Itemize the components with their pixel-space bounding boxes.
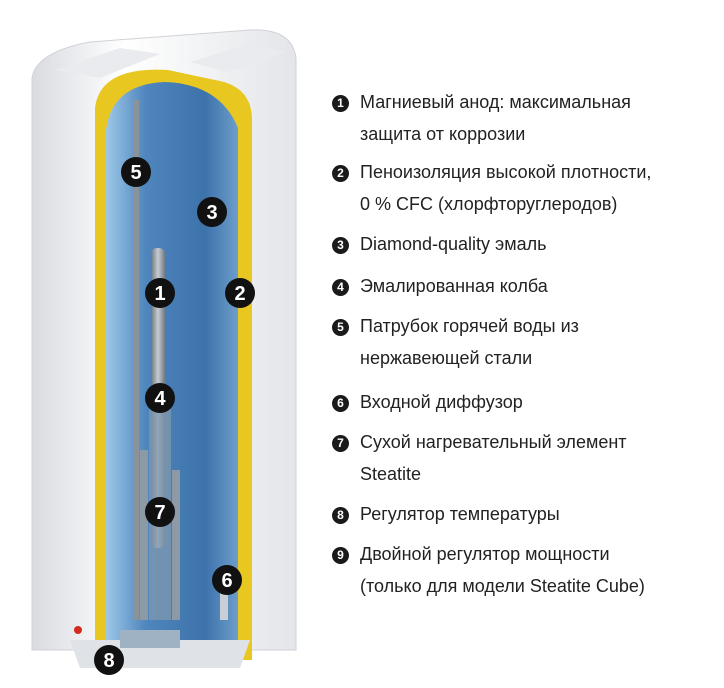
svg-text:8: 8 <box>103 650 114 672</box>
legend-text-line2: (только для модели Steatite Cube) <box>360 570 710 602</box>
legend-text-line2: Steatite <box>360 458 710 490</box>
svg-text:2: 2 <box>234 283 245 305</box>
legend-text-line1: Diamond-quality эмаль <box>360 228 710 260</box>
legend-number: 2 <box>332 165 349 182</box>
brand-logo-icon <box>74 626 82 634</box>
marker-2: 2 <box>225 278 255 308</box>
legend-text-line1: Магниевый анод: максимальная <box>360 86 710 118</box>
marker-4: 4 <box>145 383 175 413</box>
legend-text-line1: Пеноизоляция высокой плотности, <box>360 156 710 188</box>
marker-6: 6 <box>212 565 242 595</box>
legend-text-line2: нержавеющей стали <box>360 342 710 374</box>
marker-8: 8 <box>94 645 124 675</box>
svg-text:4: 4 <box>154 388 166 410</box>
marker-7: 7 <box>145 497 175 527</box>
svg-text:3: 3 <box>206 202 217 224</box>
marker-3: 3 <box>197 197 227 227</box>
legend-text-line1: Эмалированная колба <box>360 270 710 302</box>
svg-text:6: 6 <box>221 570 232 592</box>
svg-text:1: 1 <box>154 283 165 305</box>
legend-text-line1: Входной диффузор <box>360 386 710 418</box>
legend-number: 9 <box>332 547 349 564</box>
legend-text-line1: Двойной регулятор мощности <box>360 538 710 570</box>
legend-number: 1 <box>332 95 349 112</box>
svg-text:5: 5 <box>130 162 141 184</box>
legend-number: 3 <box>332 237 349 254</box>
svg-text:7: 7 <box>154 502 165 524</box>
legend-text-line1: Патрубок горячей воды из <box>360 310 710 342</box>
legend-text-line2: защита от коррозии <box>360 118 710 150</box>
legend-number: 7 <box>332 435 349 452</box>
legend-number: 6 <box>332 395 349 412</box>
legend-text-line1: Регулятор температуры <box>360 498 710 530</box>
marker-5: 5 <box>121 157 151 187</box>
marker-1: 1 <box>145 278 175 308</box>
legend-text-line1: Сухой нагревательный элемент <box>360 426 710 458</box>
legend-number: 8 <box>332 507 349 524</box>
legend-text-line2: 0 % CFC (хлорфторуглеродов) <box>360 188 710 220</box>
legend-number: 4 <box>332 279 349 296</box>
legend-number: 5 <box>332 319 349 336</box>
